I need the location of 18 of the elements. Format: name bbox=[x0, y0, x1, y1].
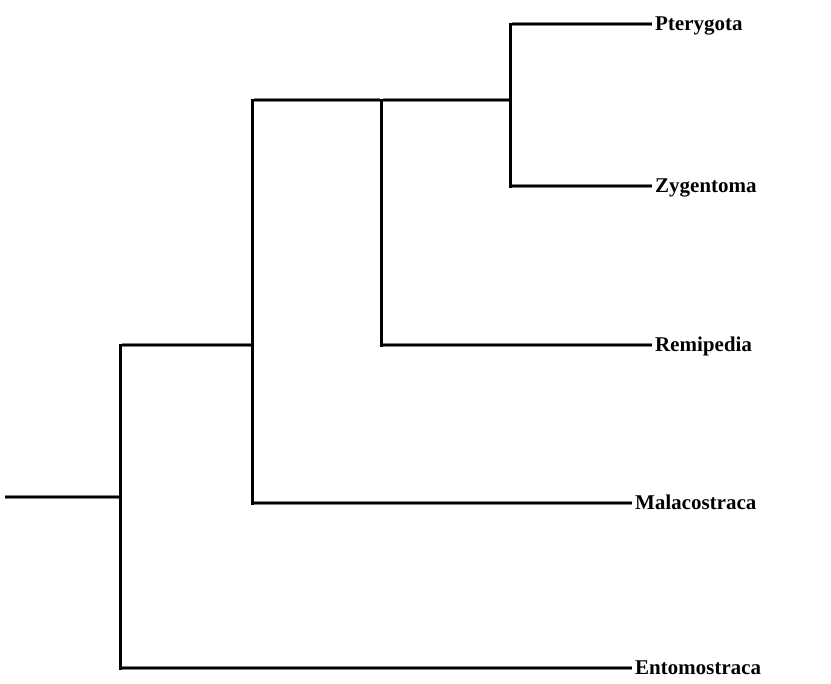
clade-branch-line bbox=[509, 23, 512, 188]
branch-line bbox=[383, 344, 652, 346]
taxon-label: Pterygota bbox=[655, 10, 742, 36]
branch-line bbox=[254, 502, 632, 504]
branch-line bbox=[512, 184, 652, 188]
taxon-label: Entomostraca bbox=[635, 654, 761, 680]
branch-line bbox=[254, 98, 380, 102]
taxon-label: Zygentoma bbox=[655, 172, 756, 198]
branch-line bbox=[122, 666, 632, 670]
clade-branch-line bbox=[380, 99, 383, 347]
branch-line bbox=[512, 22, 652, 26]
taxon-label: Remipedia bbox=[655, 331, 752, 357]
clade-branch-line bbox=[119, 344, 122, 670]
clade-branch-line bbox=[251, 99, 254, 505]
taxon-label: Malacostraca bbox=[635, 489, 756, 515]
branch-line bbox=[383, 98, 509, 102]
branch-line bbox=[5, 496, 119, 498]
branch-line bbox=[122, 344, 251, 346]
